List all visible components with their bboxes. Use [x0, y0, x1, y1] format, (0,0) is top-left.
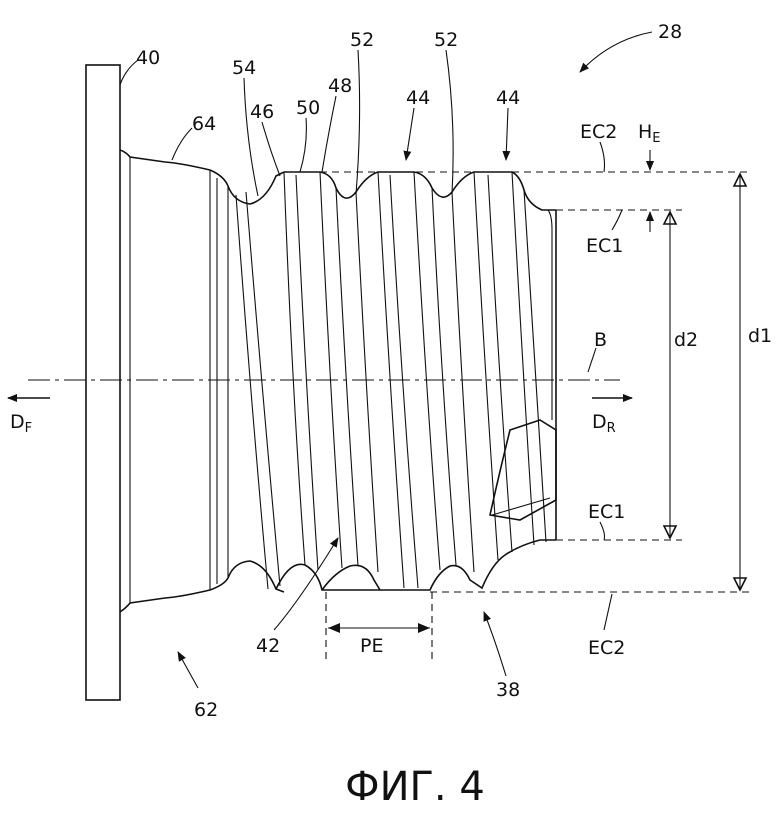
leader-38 [484, 612, 506, 676]
leader-44b [506, 108, 508, 160]
label-ec1-top: EC1 [586, 235, 623, 257]
label-b: B [594, 329, 607, 351]
leader-ec1-bottom [600, 522, 605, 540]
label-44b: 44 [496, 87, 520, 109]
label-62: 62 [194, 699, 218, 721]
label-df: DF [10, 411, 32, 436]
leader-ec1-top [612, 210, 622, 230]
neck-body [120, 150, 284, 612]
flute-edge [492, 498, 550, 515]
cutting-flute [490, 420, 556, 520]
label-38: 38 [496, 679, 520, 701]
label-48: 48 [328, 75, 352, 97]
label-ec2-top: EC2 [580, 121, 617, 143]
label-ec1-bottom: EC1 [588, 501, 625, 523]
leader-54 [244, 78, 258, 196]
label-64: 64 [192, 113, 216, 135]
label-44a: 44 [406, 87, 430, 109]
leader-ec2-bottom [604, 594, 612, 630]
label-d1: d1 [748, 325, 772, 347]
label-dr: DR [592, 411, 616, 436]
leader-42 [274, 538, 338, 630]
label-52b: 52 [434, 29, 458, 51]
figure-caption: ФИГ. 4 [345, 764, 485, 810]
leader-62 [178, 652, 198, 688]
flange [86, 65, 120, 700]
label-ec2-bottom: EC2 [588, 637, 625, 659]
label-50: 50 [296, 97, 320, 119]
label-46: 46 [250, 101, 274, 123]
label-pe: PE [360, 635, 383, 657]
label-54: 54 [232, 57, 256, 79]
leader-48 [322, 96, 336, 172]
label-40: 40 [136, 47, 160, 69]
leader-ec2-top [600, 142, 605, 172]
leader-64 [172, 128, 192, 160]
label-he: HE [638, 121, 661, 146]
label-d2: d2 [674, 329, 698, 351]
leader-50 [300, 118, 306, 172]
leader-46 [262, 122, 280, 176]
leader-28 [580, 32, 652, 72]
label-52a: 52 [350, 29, 374, 51]
b-leader [588, 348, 596, 372]
label-42: 42 [256, 635, 280, 657]
leader-44a [406, 108, 414, 160]
thread-body [236, 172, 556, 590]
label-28: 28 [658, 21, 682, 43]
